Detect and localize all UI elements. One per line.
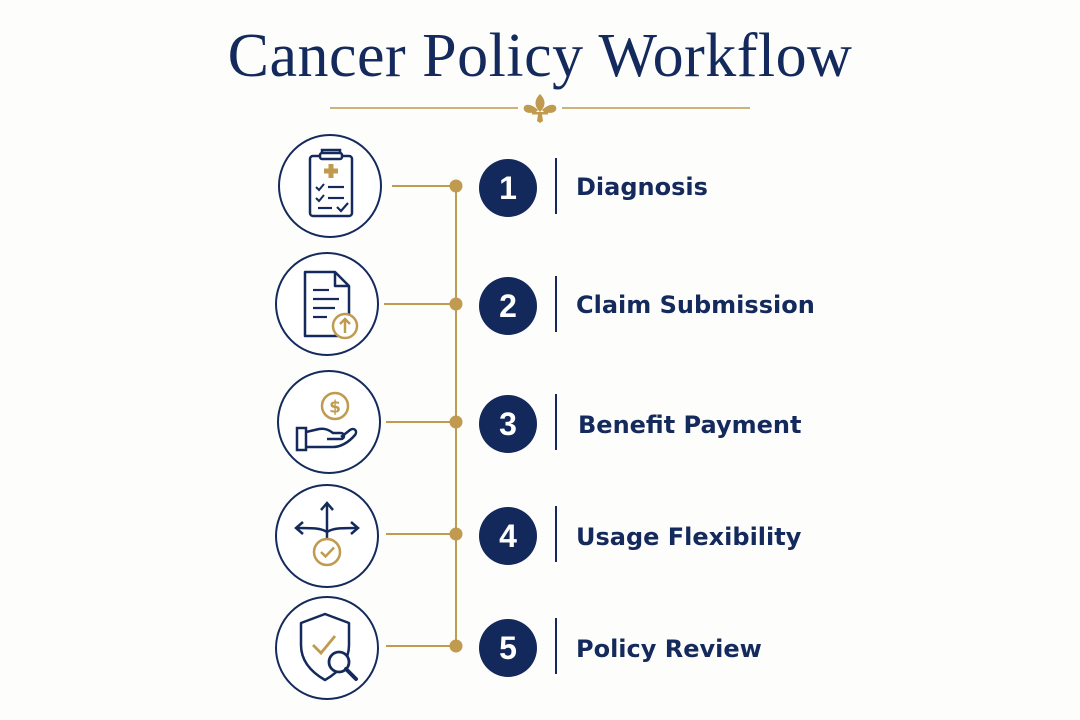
step-icon-circle bbox=[275, 252, 379, 356]
connector-dot bbox=[449, 639, 463, 653]
step-separator bbox=[555, 506, 557, 562]
step-separator bbox=[555, 618, 557, 674]
shield-check-magnifier-icon bbox=[299, 612, 358, 682]
connector-dot bbox=[449, 527, 463, 541]
step-number-badge: 2 bbox=[479, 277, 537, 335]
step-icon-circle bbox=[278, 134, 382, 238]
step-label: Claim Submission bbox=[576, 291, 815, 319]
split-arrows-check-icon bbox=[294, 501, 360, 567]
connector-dot bbox=[449, 297, 463, 311]
step-icon-circle: $ bbox=[277, 370, 381, 474]
document-upload-icon bbox=[303, 270, 359, 340]
step-label: Policy Review bbox=[576, 635, 762, 663]
step-number-badge: 5 bbox=[479, 619, 537, 677]
step-label: Usage Flexibility bbox=[576, 523, 802, 551]
step-separator bbox=[555, 158, 557, 214]
step-separator bbox=[555, 276, 557, 332]
step-number-badge: 3 bbox=[479, 395, 537, 453]
step-label: Diagnosis bbox=[576, 173, 708, 201]
step-icon-circle bbox=[275, 596, 379, 700]
step-number-badge: 1 bbox=[479, 159, 537, 217]
step-label: Benefit Payment bbox=[578, 411, 802, 439]
step-separator bbox=[555, 394, 557, 450]
step-icon-circle bbox=[275, 484, 379, 588]
page-title: Cancer Policy Workflow bbox=[227, 22, 853, 90]
medical-clipboard-icon bbox=[308, 148, 354, 218]
connector-dot bbox=[449, 415, 463, 429]
connector-dot bbox=[449, 179, 463, 193]
svg-text:$: $ bbox=[329, 398, 341, 418]
hand-coin-icon: $ bbox=[295, 391, 358, 452]
step-number-badge: 4 bbox=[479, 507, 537, 565]
fleur-de-lis-icon bbox=[523, 94, 557, 123]
title-divider bbox=[330, 94, 750, 123]
